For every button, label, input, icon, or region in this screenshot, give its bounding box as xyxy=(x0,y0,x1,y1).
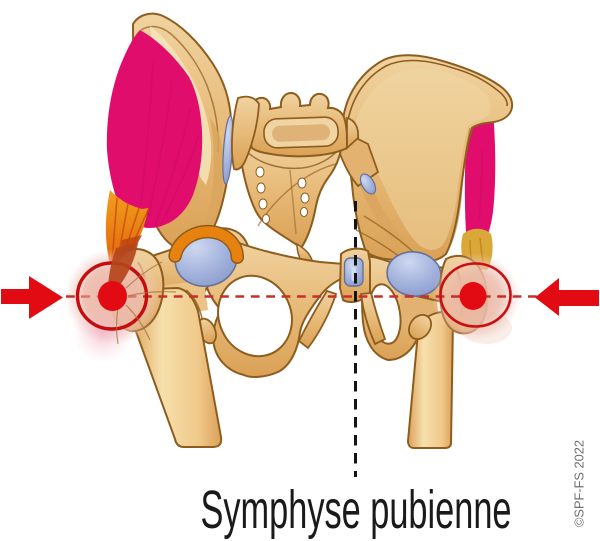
svg-text:Symphyse pubienne: Symphyse pubienne xyxy=(201,480,512,540)
svg-text:©SPF-FS 2022: ©SPF-FS 2022 xyxy=(572,440,587,527)
